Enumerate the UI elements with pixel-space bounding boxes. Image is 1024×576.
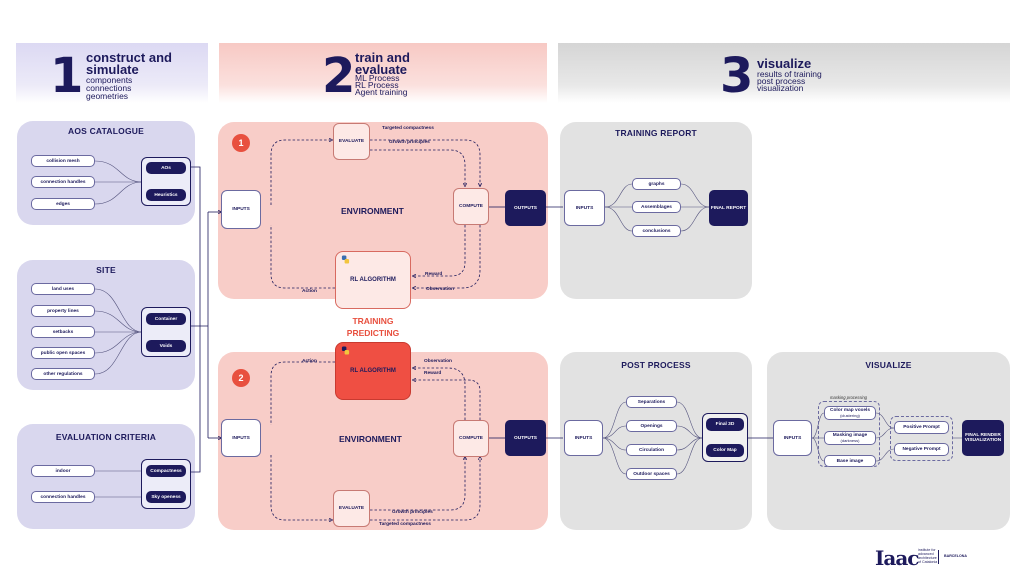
training-badge: 1 (232, 134, 250, 152)
training-label: TRAINING (352, 316, 394, 326)
training-inputs: INPUTS (221, 190, 261, 229)
section-sub-3c: visualization (757, 83, 804, 93)
training-evaluate: EVALUATE (333, 123, 370, 160)
visualize-inputs: INPUTS (773, 420, 812, 456)
section-sub-1c: geometries (86, 91, 129, 101)
post-item-circulation: Circulation (626, 444, 677, 456)
visualize-item-masking-image: Masking image (darkness) (824, 431, 876, 445)
section-sub-2b: RL Process (355, 80, 399, 90)
training-compute: COMPUTE (453, 188, 489, 225)
section-number-1: 1 (50, 48, 84, 104)
training-label-targeted: Targeted compactness (382, 126, 434, 131)
site-input-public-open-spaces: public open spaces (31, 347, 95, 359)
masking-image-label: Masking image (832, 433, 868, 438)
post-output-final-3d: Final 3D (706, 418, 744, 431)
training-environment-label: ENVIRONMENT (341, 206, 404, 216)
section-sub-3a: results of training (757, 69, 822, 79)
aos-output-aos: AOs (146, 162, 186, 174)
aos-catalogue-title: AOS CATALOGUE (68, 126, 144, 136)
section-number-2: 2 (322, 48, 356, 104)
training-outputs: OUTPUTS (505, 190, 546, 226)
section-title-1: construct and simulate (86, 50, 172, 77)
training-label-observation: Observation (426, 287, 454, 292)
section-sub-2a: ML Process (355, 73, 400, 83)
report-inputs: INPUTS (564, 190, 605, 226)
visualize-item-color-map-voxels: Color map voxels (clustering) (824, 406, 876, 420)
site-output-container: Container (146, 313, 186, 325)
visualize-group-label: masking processing (830, 395, 868, 400)
site-title: SITE (96, 265, 116, 275)
section-sub-3b: post process (757, 76, 806, 86)
predicting-inputs: INPUTS (221, 419, 261, 457)
criteria-input-indoor: indoor (31, 465, 95, 477)
training-report-title: TRAINING REPORT (615, 128, 697, 138)
iaac-logo-city: BARCELONA (944, 554, 967, 558)
post-inputs: INPUTS (564, 420, 603, 456)
visualize-item-base-image: Base image (824, 455, 876, 467)
site-input-property-lines: property lines (31, 305, 95, 317)
section-title-2: train and evaluate (355, 50, 410, 77)
logo-divider (938, 550, 939, 564)
post-output-color-map: Color Map (706, 444, 744, 457)
prompt-group (890, 416, 953, 461)
post-item-outdoor-spaces: Outdoor spaces (626, 468, 677, 480)
site-output-voids: Voids (146, 340, 186, 352)
predicting-label-action: Action (302, 359, 317, 364)
post-process-title: POST PROCESS (621, 360, 691, 370)
visualize-final-render: FINAL RENDER VISUALIZATION (962, 420, 1004, 456)
predicting-evaluate: EVALUATE (333, 490, 370, 527)
section-title-3: visualize (757, 56, 812, 71)
aos-input-collision-mesh: collision mesh (31, 155, 95, 167)
report-item-assemblages: Assemblages (632, 201, 681, 213)
predicting-compute: COMPUTE (453, 420, 489, 457)
training-rl-algorithm: RL ALGORITHM (335, 251, 411, 309)
section-number-3: 3 (720, 48, 754, 104)
color-map-voxels-label: Color map voxels (830, 408, 870, 413)
predicting-outputs: OUTPUTS (505, 420, 546, 456)
predicting-environment-label: ENVIRONMENT (339, 434, 402, 444)
predicting-label-targeted: Targeted compactness (379, 522, 431, 527)
aos-output-heuristics: Heuristics (146, 189, 186, 201)
section-sub-1a: components (86, 75, 133, 85)
training-label-reward: Reward (425, 272, 443, 277)
visualize-title: VISUALIZE (865, 360, 912, 370)
aos-input-connection-handles: connection handles (31, 176, 95, 188)
report-item-conclusions: conclusions (632, 225, 681, 237)
section-sub-1b: connections (86, 83, 132, 93)
color-map-voxels-sub: (clustering) (840, 413, 860, 418)
visualize-negative-prompt: Negative Prompt (894, 443, 949, 456)
header-band-train (219, 43, 547, 103)
predicting-label-growth: Growth principles (392, 510, 433, 515)
aos-input-edges: edges (31, 198, 95, 210)
visualize-positive-prompt: Positive Prompt (894, 421, 949, 434)
post-item-separations: Separations (626, 396, 677, 408)
python-icon (341, 346, 350, 355)
site-input-land-uses: land uses (31, 283, 95, 295)
post-item-openings: Openings (626, 420, 677, 432)
site-input-other-regulations: other regulations (31, 368, 95, 380)
training-label-growth: Growth principles (389, 140, 430, 145)
iaac-logo: Iaac (875, 546, 919, 570)
python-icon (341, 255, 350, 264)
predicting-label: PREDICTING (346, 328, 400, 338)
iaac-logo-line4: of Catalonia (918, 560, 938, 564)
header-band-visualize (558, 43, 1010, 103)
iaac-logo-line3: architecture (918, 556, 937, 560)
evaluation-criteria-title: EVALUATION CRITERIA (55, 432, 157, 442)
predicting-label-observation: Observation (424, 359, 452, 364)
iaac-logo-line1: institute for (918, 548, 936, 552)
site-input-setbacks: setbacks (31, 326, 95, 338)
section-sub-2c: Agent training (355, 87, 408, 97)
criteria-output-compactness: Compactness (146, 465, 186, 477)
masking-image-sub: (darkness) (840, 438, 860, 443)
predicting-label-reward: Reward (424, 371, 442, 376)
criteria-output-sky-openess: Sky openess (146, 491, 186, 503)
iaac-logo-line2: advanced (918, 552, 934, 556)
predicting-badge: 2 (232, 369, 250, 387)
training-label-action: Action (302, 289, 317, 294)
criteria-input-connection-handles: connection handles (31, 491, 95, 503)
report-final: FINAL REPORT (709, 190, 748, 226)
report-item-graphs: graphs (632, 178, 681, 190)
header-band-construct (16, 43, 208, 103)
